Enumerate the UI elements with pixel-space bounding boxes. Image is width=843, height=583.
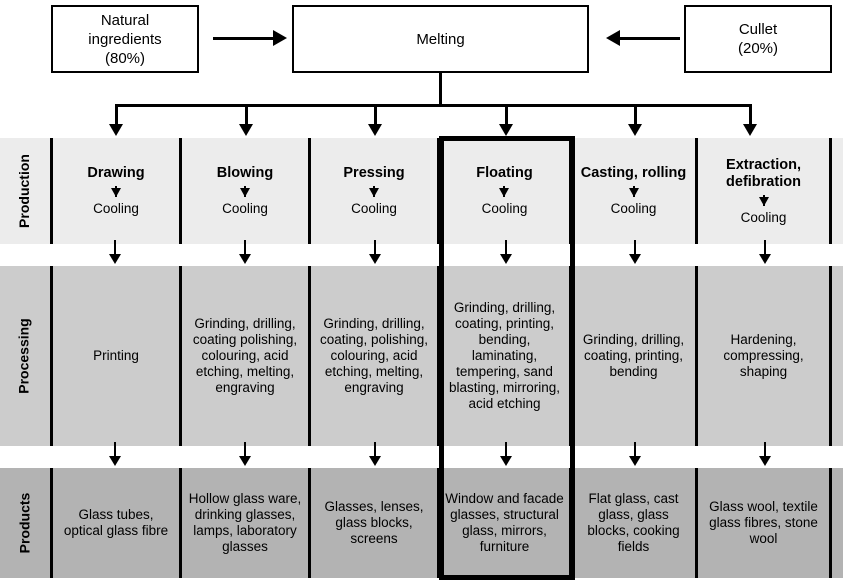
prod-to-proc-arrow-1 bbox=[109, 254, 121, 264]
melting-bus-horizontal bbox=[115, 104, 752, 107]
products-cell-drawing[interactable]: Glass tubes, optical glass fibre bbox=[53, 468, 182, 578]
proc-to-prodc-arrow-6 bbox=[759, 456, 771, 466]
proc-to-prodc-stem-2 bbox=[244, 442, 246, 458]
bus-drop-arrow-1 bbox=[109, 124, 123, 136]
natural-ingredients-line-1: Natural bbox=[100, 11, 150, 29]
cullet-line-2: (20%) bbox=[737, 40, 778, 57]
production-cell-pressing[interactable]: Pressing Cooling bbox=[311, 138, 440, 244]
processing-cell-pressing[interactable]: Grinding, drilling, coating, polishing, … bbox=[311, 266, 440, 446]
production-row-label: Production bbox=[16, 154, 33, 228]
bus-drop-arrow-6 bbox=[743, 124, 757, 136]
proc-to-prodc-stem-3 bbox=[374, 442, 376, 458]
prod-to-proc-stem-2 bbox=[244, 240, 246, 256]
proc-to-prodc-stem-1 bbox=[114, 442, 116, 458]
bus-drop-stem-6 bbox=[749, 104, 752, 126]
natural-ingredients-line-3: (80%) bbox=[104, 49, 145, 67]
products-cell-floating[interactable]: Window and facade glasses, structural gl… bbox=[440, 468, 572, 578]
production-title-blowing: Blowing bbox=[216, 165, 274, 181]
arrow-cullet-to-melting-head bbox=[606, 30, 620, 46]
processing-cell-blowing[interactable]: Grinding, drilling, coating polishing, c… bbox=[182, 266, 311, 446]
cooling-label-blowing: Cooling bbox=[222, 201, 268, 216]
proc-to-prodc-arrow-4 bbox=[500, 456, 512, 466]
arrow-natural-to-melting-head bbox=[273, 30, 287, 46]
prod-to-proc-stem-4 bbox=[505, 240, 507, 256]
production-title-extraction-defibration: Extraction, defibration bbox=[726, 156, 801, 190]
production-title-drawing: Drawing bbox=[87, 165, 145, 181]
production-arrow-pressing bbox=[369, 186, 379, 197]
processing-row-label: Processing bbox=[16, 318, 33, 394]
proc-to-prodc-arrow-3 bbox=[369, 456, 381, 466]
prod-to-proc-arrow-5 bbox=[629, 254, 641, 264]
proc-to-prodc-arrow-5 bbox=[629, 456, 641, 466]
arrow-natural-to-melting-line bbox=[213, 37, 275, 40]
processing-cell-floating[interactable]: Grinding, drilling, coating, printing, b… bbox=[440, 266, 572, 446]
bus-drop-stem-3 bbox=[374, 104, 377, 126]
production-cells: Drawing Cooling Blowing Cooling Pressing… bbox=[50, 138, 832, 244]
cullet-box: Cullet (20%) bbox=[684, 5, 832, 73]
natural-ingredients-box: Natural ingredients (80%) bbox=[51, 5, 199, 73]
processing-row: Processing Printing Grinding, drilling, … bbox=[0, 266, 843, 446]
proc-to-prodc-arrow-2 bbox=[239, 456, 251, 466]
production-row: Production Drawing Cooling Blowing Cooli… bbox=[0, 138, 843, 244]
processing-cells: Printing Grinding, drilling, coating pol… bbox=[50, 266, 832, 446]
products-row-label: Products bbox=[16, 492, 32, 554]
production-arrow-extraction-defibration bbox=[758, 194, 769, 206]
production-arrow-floating bbox=[499, 186, 510, 197]
cooling-label-drawing: Cooling bbox=[93, 201, 139, 216]
products-row: Products Glass tubes, optical glass fibr… bbox=[0, 468, 843, 578]
production-cell-drawing[interactable]: Drawing Cooling bbox=[53, 138, 182, 244]
production-arrow-casting-rolling bbox=[628, 186, 639, 197]
products-cell-casting-rolling[interactable]: Flat glass, cast glass, glass blocks, co… bbox=[572, 468, 699, 578]
arrow-cullet-to-melting-line bbox=[620, 37, 680, 40]
prod-to-proc-stem-5 bbox=[634, 240, 636, 256]
production-title-pressing: Pressing bbox=[343, 165, 405, 181]
cooling-label-pressing: Cooling bbox=[351, 201, 397, 216]
prod-to-proc-arrow-3 bbox=[369, 254, 381, 264]
melting-bus-stem bbox=[439, 73, 442, 106]
bus-drop-arrow-2 bbox=[239, 124, 253, 136]
products-cell-blowing[interactable]: Hollow glass ware, drinking glasses, lam… bbox=[182, 468, 311, 578]
prod-to-proc-stem-3 bbox=[374, 240, 376, 256]
cullet-line-1: Cullet bbox=[738, 21, 778, 38]
processing-cell-extraction-defibration[interactable]: Hardening, compressing, shaping bbox=[723, 332, 804, 379]
proc-to-prodc-stem-4 bbox=[505, 442, 507, 458]
bus-drop-stem-2 bbox=[245, 104, 248, 126]
production-arrow-drawing bbox=[111, 186, 121, 197]
bus-drop-stem-1 bbox=[115, 104, 118, 126]
production-title-floating: Floating bbox=[476, 165, 533, 181]
processing-cell-drawing[interactable]: Printing bbox=[53, 266, 182, 446]
products-cell-extraction-defibration[interactable]: Glass wool, textile glass fibres, stone … bbox=[709, 499, 818, 546]
natural-ingredients-line-2: ingredients bbox=[88, 30, 162, 48]
production-title-casting-rolling: Casting, rolling bbox=[580, 165, 687, 181]
production-cell-floating[interactable]: Floating Cooling bbox=[440, 138, 572, 244]
products-cell-pressing[interactable]: Glasses, lenses, glass blocks, screens bbox=[311, 468, 440, 578]
proc-to-prodc-stem-5 bbox=[634, 442, 636, 458]
melting-label: Melting bbox=[416, 30, 465, 48]
proc-to-prodc-stem-6 bbox=[764, 442, 766, 458]
production-arrow-blowing bbox=[240, 186, 250, 197]
bus-drop-arrow-4 bbox=[499, 124, 513, 136]
bus-drop-arrow-5 bbox=[628, 124, 642, 136]
cooling-label-floating: Cooling bbox=[481, 201, 528, 216]
prod-to-proc-stem-6 bbox=[764, 240, 766, 256]
prod-to-proc-stem-1 bbox=[114, 240, 116, 256]
bus-drop-stem-5 bbox=[634, 104, 637, 126]
prod-to-proc-arrow-2 bbox=[239, 254, 251, 264]
bus-drop-stem-4 bbox=[505, 104, 508, 126]
processing-cell-casting-rolling[interactable]: Grinding, drilling, coating, printing, b… bbox=[572, 266, 699, 446]
prod-to-proc-arrow-4 bbox=[500, 254, 512, 264]
bus-drop-arrow-3 bbox=[368, 124, 382, 136]
proc-to-prodc-arrow-1 bbox=[109, 456, 121, 466]
production-cell-extraction-defibration[interactable]: Extraction, defibration Cooling bbox=[698, 138, 829, 244]
cooling-label-casting-rolling: Cooling bbox=[610, 201, 657, 216]
products-cells: Glass tubes, optical glass fibre Hollow … bbox=[50, 468, 832, 578]
production-cell-casting-rolling[interactable]: Casting, rolling Cooling bbox=[572, 138, 699, 244]
prod-to-proc-arrow-6 bbox=[759, 254, 771, 264]
cooling-label-extraction-defibration: Cooling bbox=[740, 209, 787, 225]
production-cell-blowing[interactable]: Blowing Cooling bbox=[182, 138, 311, 244]
melting-box: Melting bbox=[292, 5, 589, 73]
